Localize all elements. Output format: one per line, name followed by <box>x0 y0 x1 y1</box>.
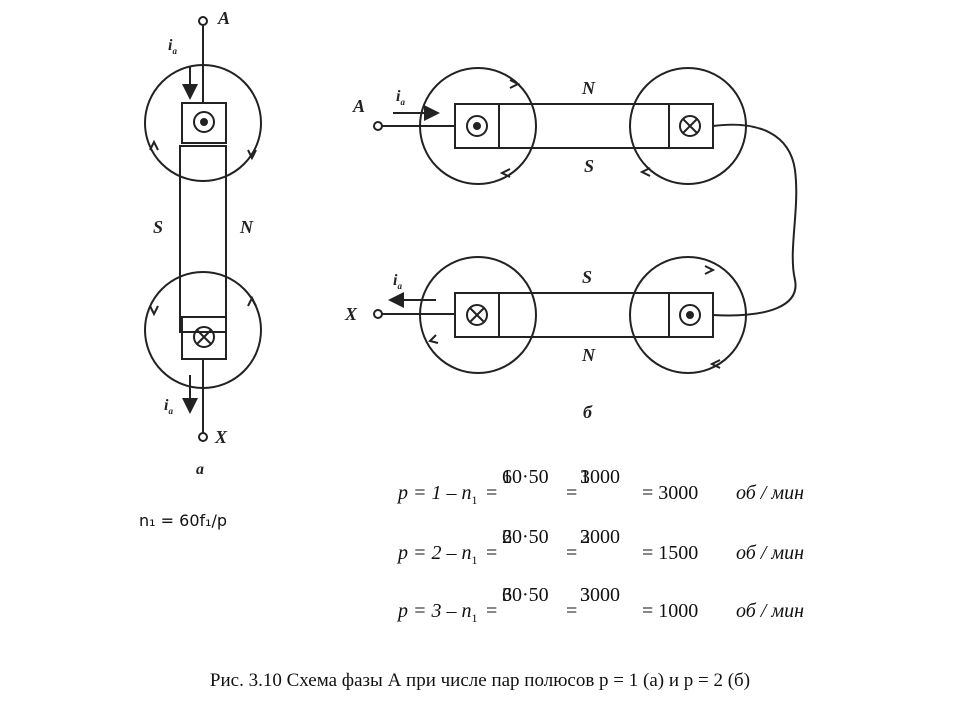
formula-result: = 1500 <box>642 542 699 564</box>
pole-label-N1: N <box>581 78 596 98</box>
pole-S-label: S <box>153 217 163 237</box>
pole-label-S1: S <box>584 156 594 176</box>
formula-unit: об / мин <box>736 600 805 622</box>
coil-bottom <box>454 292 714 338</box>
field-line-2 <box>629 67 747 185</box>
pole-label-N2: N <box>581 345 596 365</box>
terminal-A-icon <box>198 16 208 26</box>
terminal-X-label: X <box>214 427 228 447</box>
cross-symbol <box>679 115 701 137</box>
terminal-X-icon <box>373 309 383 319</box>
current-label-b-top: ia <box>396 88 405 107</box>
formula-result: = 3000 <box>642 482 699 504</box>
formula-result: = 1000 <box>642 600 699 622</box>
diagram-b-sublabel: б <box>583 402 593 422</box>
diagram-a <box>144 16 262 442</box>
pole-label-S2: S <box>582 267 592 287</box>
diagram-b <box>373 67 798 374</box>
terminal-A-icon <box>373 121 383 131</box>
diagram-a-sublabel: а <box>196 461 204 478</box>
terminal-A-label-b: A <box>352 96 365 116</box>
terminal-X-icon <box>198 432 208 442</box>
formula-unit: об / мин <box>736 482 805 504</box>
cross-symbol <box>193 326 215 348</box>
pole-N-label: N <box>239 217 254 237</box>
current-label-a-top: ia <box>168 37 177 56</box>
speed-formula: n₁ = 60f₁/p <box>139 511 228 530</box>
current-label-b-bottom: ia <box>393 272 402 291</box>
figure-caption: Рис. 3.10 Схема фазы А при числе пар пол… <box>209 670 751 691</box>
formula-p: p = 1 – n1 <box>398 482 478 507</box>
cross-symbol <box>466 304 488 326</box>
formula-unit: об / мин <box>736 542 805 564</box>
formula-p: p = 2 – n1 <box>398 542 478 567</box>
coil-top <box>454 103 714 149</box>
formula-p: p = 3 – n1 <box>398 600 478 625</box>
dot-symbol <box>466 115 488 137</box>
terminal-X-label-b: X <box>344 304 358 324</box>
coil-body <box>179 145 227 333</box>
connecting-wire <box>712 123 798 317</box>
dot-symbol <box>679 304 701 326</box>
current-label-a-bottom: ia <box>164 397 173 416</box>
dot-symbol <box>193 111 215 133</box>
terminal-A-label: A <box>217 8 230 28</box>
